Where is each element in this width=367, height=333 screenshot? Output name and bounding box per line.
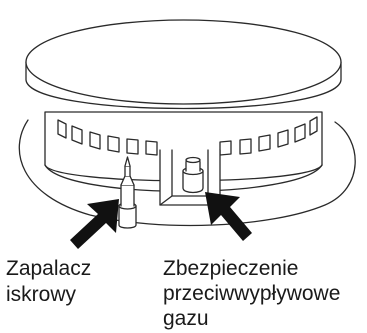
igniter-arrow: [70, 199, 119, 249]
igniter-label-line-2: iskrowy: [6, 283, 77, 306]
safety-device-label-line-3: gazu: [163, 307, 209, 330]
burner-cap-top: [25, 19, 342, 105]
safety-device-arrow: [205, 192, 252, 241]
safety-device-label-line-2: przeciwwypływowe: [163, 282, 341, 305]
flame-ports-left: [57, 119, 158, 156]
flame-safety-device: [182, 156, 204, 194]
spark-igniter: [118, 156, 137, 229]
igniter-label-line-1: Zapalacz: [6, 257, 92, 280]
safety-device-label-line-1: Zbezpieczenie: [163, 257, 299, 280]
